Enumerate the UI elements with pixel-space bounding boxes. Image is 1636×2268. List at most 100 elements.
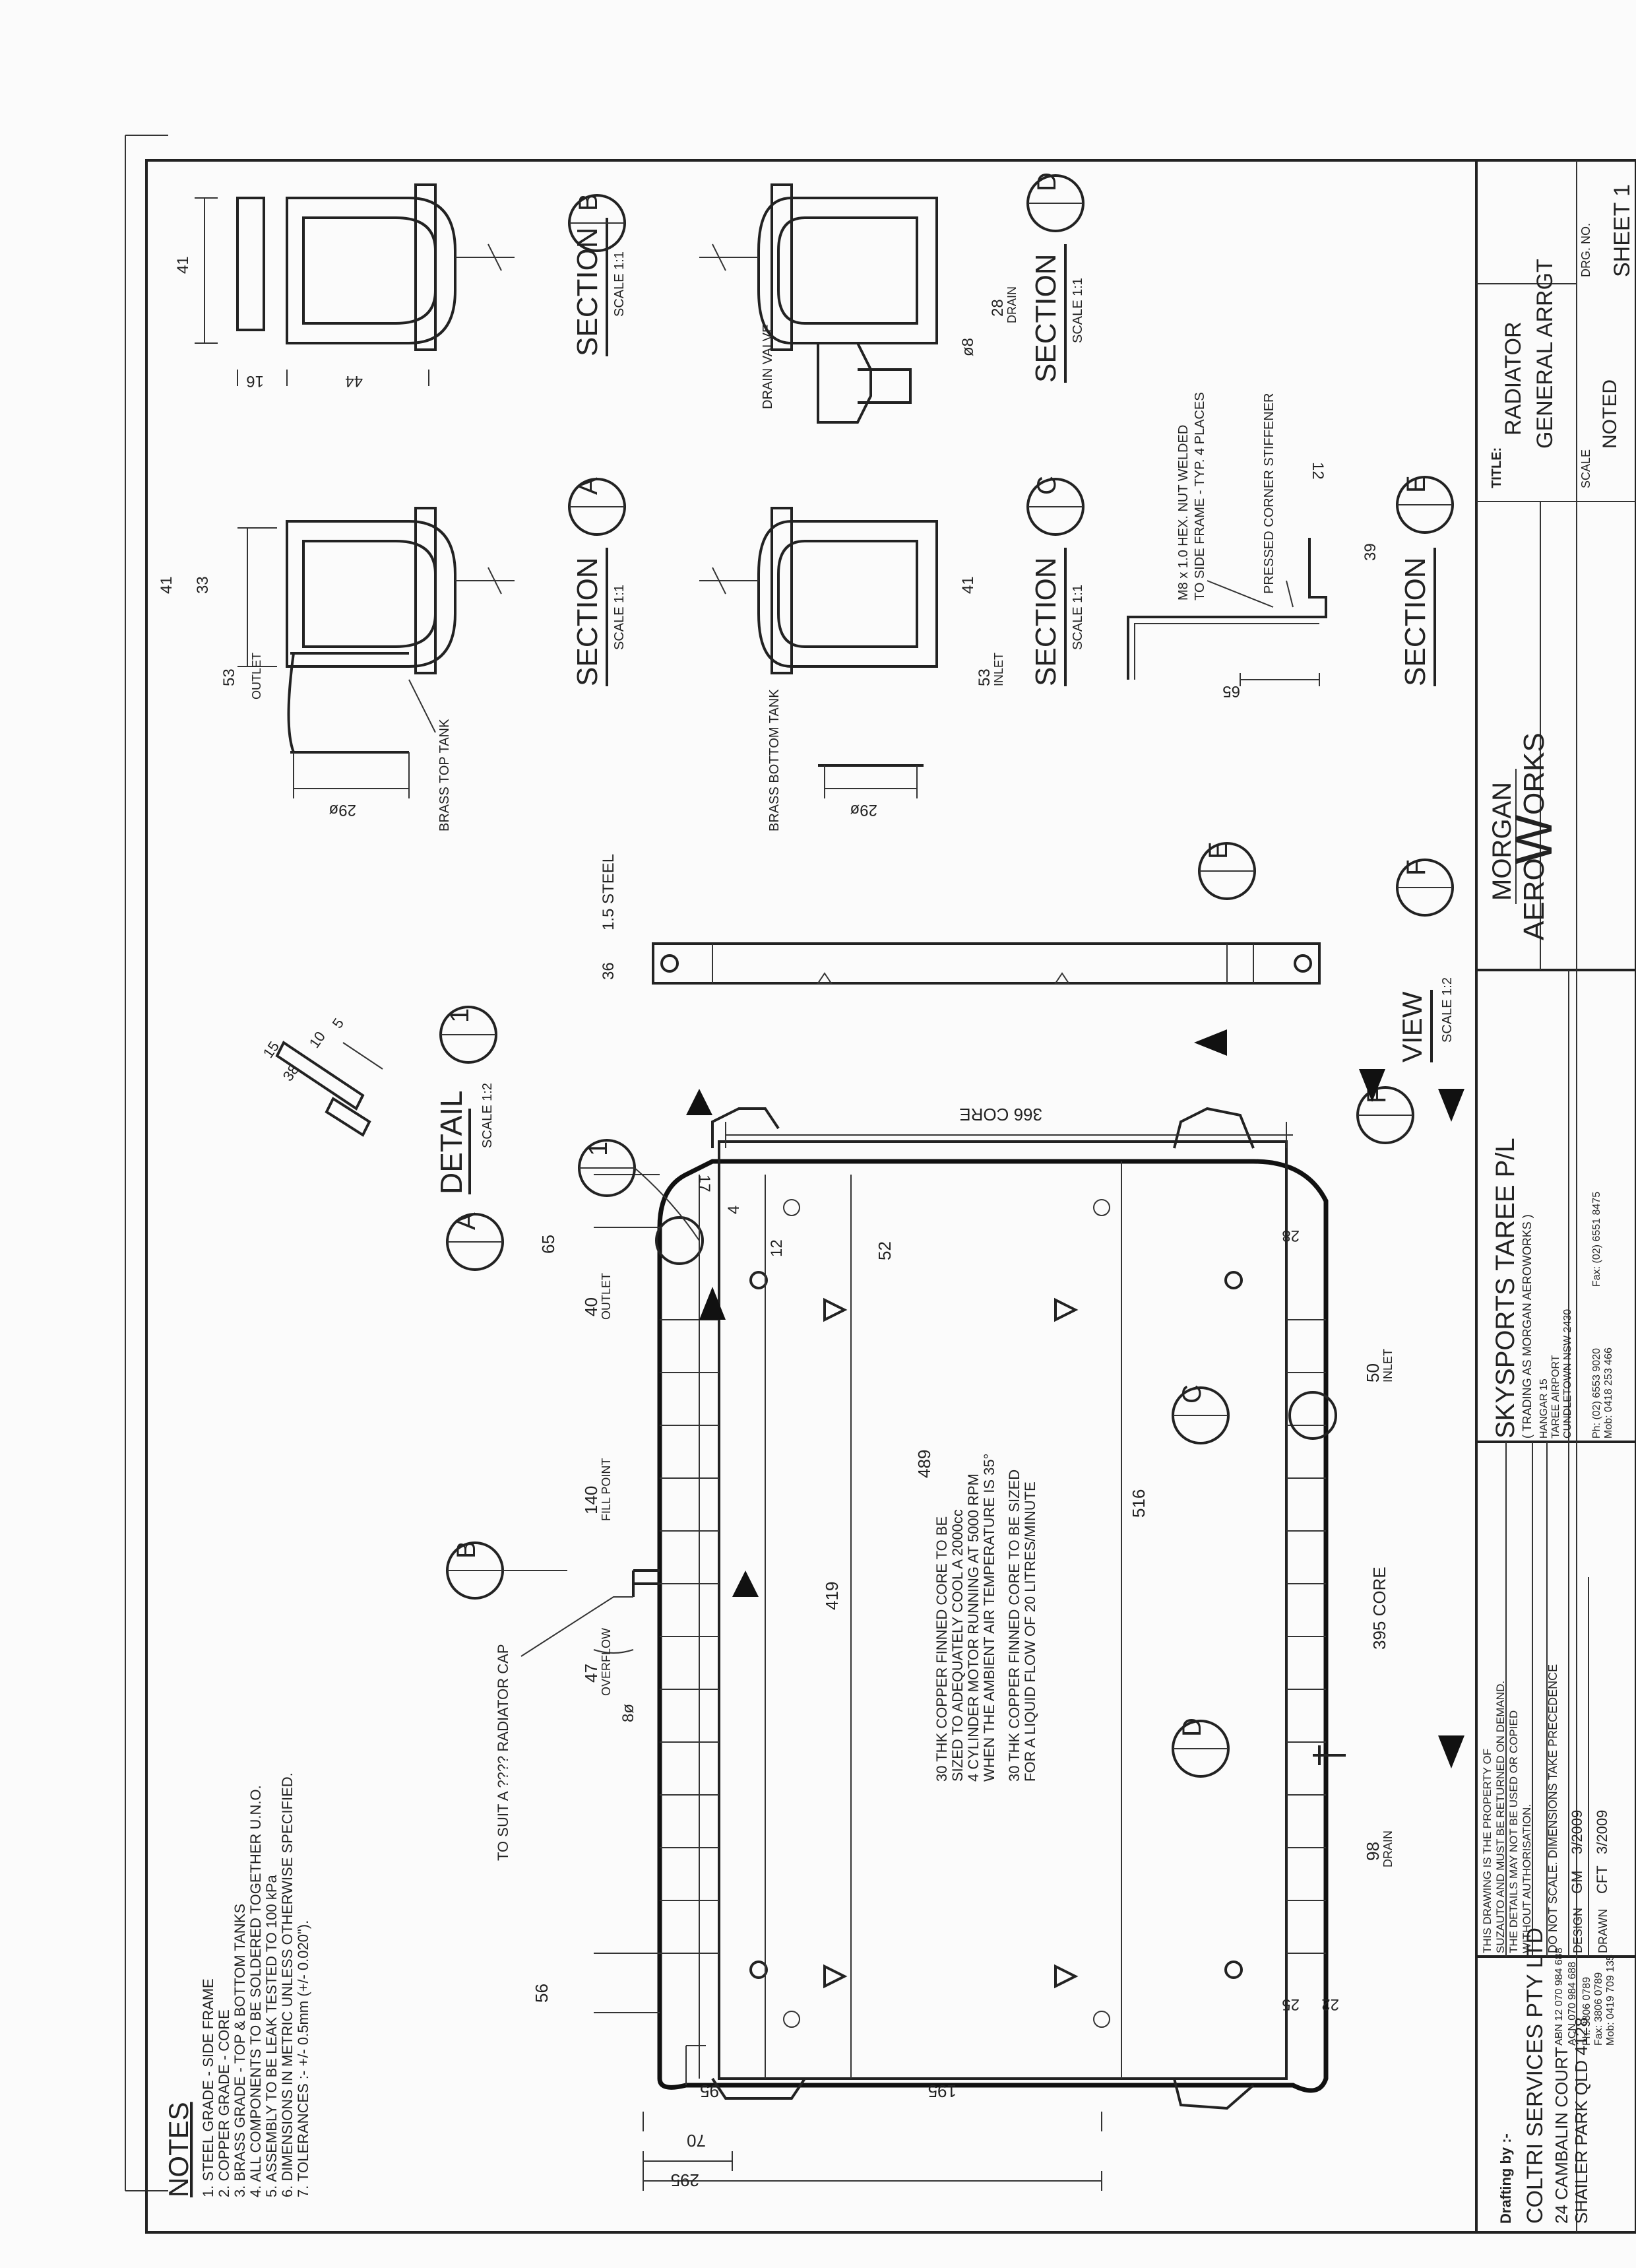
title-label: TITLE: bbox=[1490, 447, 1504, 488]
section-markers: A B C D 1 F bbox=[446, 1069, 1464, 1778]
section-c-inlet: INLET bbox=[992, 653, 1005, 686]
section-c-title: SECTION bbox=[1030, 557, 1062, 686]
core-note-1a: 30 THK COPPER FINNED CORE TO BE bbox=[933, 1516, 950, 1782]
dim-25: 25 bbox=[1282, 1995, 1300, 2013]
section-c-scale: SCALE 1:1 bbox=[1071, 585, 1085, 650]
design-label: DESIGN bbox=[1571, 1908, 1585, 1953]
svg-text:AERO: AERO bbox=[1518, 858, 1550, 940]
client-trading: ( TRADING AS MORGAN AEROWORKS ) bbox=[1521, 1214, 1534, 1439]
dim-50: 50 bbox=[1363, 1363, 1383, 1382]
section-a-letter: A bbox=[574, 477, 603, 495]
core-note-1b: SIZED TO ADEQUATELY COOL A 2000cc bbox=[949, 1509, 966, 1782]
radiator-cap-note: TO SUIT A ???? RADIATOR CAP bbox=[495, 1644, 511, 1862]
section-b-letter: B bbox=[574, 193, 603, 211]
section-b-dim-41: 41 bbox=[174, 256, 192, 274]
drg-no-label: DRG. NO. bbox=[1579, 223, 1592, 277]
scale-label: SCALE bbox=[1579, 449, 1592, 488]
client-mobile: Mob: 0418 253 466 bbox=[1603, 1347, 1614, 1439]
dim-366-core: 366 CORE bbox=[959, 1105, 1042, 1124]
dim-295: 295 bbox=[671, 2170, 699, 2190]
phone: Ph: 3806 0789 bbox=[1581, 1977, 1592, 2046]
dim-56: 56 bbox=[532, 1984, 551, 2003]
view-f-title: VIEW bbox=[1397, 991, 1428, 1062]
section-d-dim-8: ø8 bbox=[959, 338, 977, 356]
detail-1: 38 15 10 5 DETAIL SCALE 1:2 1 bbox=[260, 1006, 497, 1194]
note-2: 2. COPPER GRADE - CORE bbox=[216, 2009, 232, 2197]
company-name: COLTRI SERVICES PTY LTD bbox=[1523, 1928, 1548, 2224]
dim-140: 140 bbox=[581, 1486, 601, 1514]
core-note-2a: 30 THK COPPER FINNED CORE TO BE SIZED bbox=[1006, 1470, 1022, 1782]
detail-title: DETAIL bbox=[434, 1090, 468, 1194]
section-a-dim-41: 41 bbox=[158, 576, 175, 594]
dim-40: 40 bbox=[581, 1297, 601, 1316]
note-6: 6. DIMENSIONS IN METRIC UNLESS OTHERWISE… bbox=[279, 1772, 296, 2197]
detail-dim-38: 38 bbox=[280, 1061, 303, 1084]
dim-419: 419 bbox=[822, 1582, 842, 1610]
company-address-2: SHAILER PARK QLD 4128 bbox=[1571, 2017, 1591, 2224]
marker-b: B bbox=[452, 1541, 481, 1559]
section-a-scale: SCALE 1:1 bbox=[612, 585, 627, 650]
client-name: SKYSPORTS TAREE P/L bbox=[1491, 1138, 1520, 1439]
svg-text:MORGAN: MORGAN bbox=[1488, 782, 1517, 901]
drawn-by: CFT bbox=[1594, 1865, 1610, 1894]
section-a-tank: BRASS TOP TANK bbox=[437, 719, 452, 831]
section-b-dim-16: 16 bbox=[246, 372, 264, 390]
property-note-4: WITHOUT AUTHORISATION. bbox=[1521, 1804, 1533, 1953]
core-note-1c: 4 CYLINDER MOTOR RUNNING AT 5000 RPM bbox=[965, 1474, 982, 1782]
design-by: GM bbox=[1569, 1871, 1585, 1894]
dim-395: 395 CORE bbox=[1369, 1567, 1389, 1650]
main-dimensions: 295 70 195 95 56 98 DRAIN 395 CORE 50 IN… bbox=[532, 1105, 1395, 2190]
section-a-dim-53: 53 bbox=[220, 668, 238, 686]
dim-98: 98 bbox=[1363, 1842, 1383, 1861]
section-e-dim-39: 39 bbox=[1362, 543, 1379, 561]
abn: ABN 12 070 984 688 bbox=[1554, 1947, 1565, 2046]
section-c: 53 INLET 41 29ø BRASS BOTTOM TANK SECTIO… bbox=[699, 476, 1085, 831]
dim-17: 17 bbox=[695, 1175, 713, 1192]
note-7: 7. TOLERANCES :- +/- 0.5mm (+/- 0.020"). bbox=[295, 1920, 311, 2197]
client-fax: Fax: (02) 6551 8475 bbox=[1591, 1192, 1602, 1287]
detail-scale: SCALE 1:2 bbox=[480, 1083, 495, 1148]
note-1: 1. STEEL GRADE - SIDE FRAME bbox=[200, 1978, 216, 2197]
section-d-drain: DRAIN bbox=[1005, 286, 1019, 323]
section-e-stiffener: PRESSED CORNER STIFFENER bbox=[1262, 393, 1276, 594]
view-f-letter: F bbox=[1402, 860, 1431, 876]
dim-outlet: OUTLET bbox=[600, 1273, 613, 1320]
section-b-scale: SCALE 1:1 bbox=[612, 251, 627, 317]
dim-489: 489 bbox=[914, 1450, 934, 1478]
view-f: 36 1.5 STEEL E VIEW SCALE 1:2 F bbox=[600, 841, 1455, 1062]
section-e-title: SECTION bbox=[1399, 557, 1432, 686]
section-a-dim-29: 29ø bbox=[329, 801, 356, 819]
detail-number: 1 bbox=[445, 1008, 474, 1023]
section-a-outlet: OUTLET bbox=[250, 653, 263, 699]
dim-22: 22 bbox=[1321, 1995, 1339, 2013]
client-address-1: HANGAR 15 bbox=[1538, 1378, 1550, 1439]
sheet-number: SHEET 1 bbox=[1610, 184, 1635, 277]
morgan-aeroworks-logo: MORGAN AERO W ORKS bbox=[1488, 732, 1563, 940]
marker-a: A bbox=[452, 1212, 481, 1230]
notes-block: NOTES 1. STEEL GRADE - SIDE FRAME 2. COP… bbox=[163, 1772, 311, 2197]
scale-value: NOTED bbox=[1599, 379, 1621, 449]
detail-dim-5: 5 bbox=[329, 1015, 348, 1031]
marker-d: D bbox=[1178, 1718, 1207, 1737]
core-note-2b: FOR A LIQUID FLOW OF 20 LITRES/MINUTE bbox=[1022, 1481, 1038, 1782]
note-4: 4. ALL COMPONENTS TO BE SOLDERED TOGETHE… bbox=[247, 1785, 264, 2197]
section-a-title: SECTION bbox=[571, 557, 604, 686]
section-d-dim-28: 28 bbox=[989, 299, 1007, 317]
dim-95: 95 bbox=[700, 2081, 719, 2101]
dim-28: 28 bbox=[1282, 1227, 1300, 1245]
property-note-1: THIS DRAWING IS THE PROPERTY OF bbox=[1481, 1749, 1494, 1953]
marker-1: 1 bbox=[584, 1142, 613, 1156]
dim-195: 195 bbox=[928, 2081, 957, 2101]
section-c-tank: BRASS BOTTOM TANK bbox=[767, 689, 782, 831]
section-c-letter: C bbox=[1032, 476, 1061, 495]
section-d: 28 DRAIN ø8 DRAIN VALVE SECTION SCALE 1:… bbox=[699, 172, 1085, 424]
section-d-title: SECTION bbox=[1030, 253, 1062, 383]
dim-52: 52 bbox=[875, 1241, 895, 1260]
section-e: 65 39 12 PRESSED CORNER STIFFENER M8 x 1… bbox=[1127, 392, 1454, 700]
dim-8-dia: 8ø bbox=[619, 1704, 637, 1722]
dim-4: 4 bbox=[725, 1206, 743, 1214]
svg-text:ORKS: ORKS bbox=[1518, 732, 1550, 815]
section-c-dim-53: 53 bbox=[976, 668, 993, 686]
property-note-3: THE DETAILS MAY NOT BE USED OR COPIED bbox=[1507, 1710, 1520, 1953]
